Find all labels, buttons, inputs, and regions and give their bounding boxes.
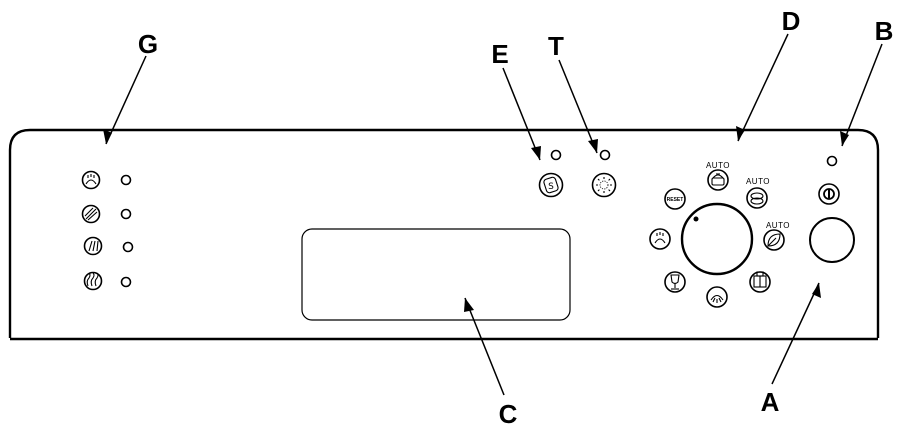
program-rinse[interactable] (706, 286, 728, 308)
start-button[interactable] (809, 217, 855, 263)
program-auto-2[interactable] (746, 187, 768, 209)
leader-g (105, 55, 147, 145)
spray-wash-icon (85, 174, 97, 185)
callout-arrowheads (103, 126, 849, 312)
option-button-3[interactable] (83, 236, 103, 256)
program-glass[interactable] (664, 271, 686, 293)
leader-d (737, 33, 789, 142)
salt-button[interactable]: S (538, 172, 564, 198)
option-led-3 (122, 241, 134, 253)
arrowhead-c (464, 298, 474, 312)
display-window (301, 228, 571, 321)
dish-icon (750, 192, 764, 205)
arrowhead-a (812, 283, 821, 298)
power-button[interactable] (818, 183, 840, 205)
leader-e (502, 67, 541, 161)
callout-a: A (761, 387, 780, 417)
half-load-icon (753, 271, 767, 288)
auto-label-1: AUTO (706, 161, 730, 170)
callout-e: E (491, 39, 508, 69)
program-auto-3[interactable] (763, 229, 785, 251)
rinse-icon (88, 240, 99, 252)
rinse-aid-button[interactable] (591, 172, 617, 198)
rinse-icon (710, 294, 724, 303)
arrowhead-d (736, 126, 745, 141)
power-icon (823, 188, 835, 200)
callout-c: C (499, 399, 518, 429)
callout-g: G (138, 29, 158, 59)
option-led-2 (120, 208, 132, 220)
arrowhead-b (840, 131, 849, 146)
power-led (826, 155, 838, 167)
brush-icon (84, 207, 98, 221)
auto-label-3: AUTO (766, 221, 790, 230)
option-button-2[interactable] (81, 204, 101, 224)
program-prewash[interactable] (649, 228, 671, 250)
program-selector-knob[interactable] (680, 202, 754, 276)
leader-c (464, 297, 505, 396)
option-button-4[interactable] (83, 271, 103, 291)
arrowhead-g (103, 129, 112, 144)
leader-a (771, 282, 820, 385)
callout-b: B (875, 16, 894, 46)
knob-indicator-dot (693, 216, 699, 222)
arrowhead-t (588, 139, 598, 153)
rinse-aid-icon (596, 177, 612, 193)
program-auto-1[interactable] (707, 169, 729, 191)
arrowhead-e (531, 146, 541, 160)
panel-outline (8, 128, 880, 338)
leaf-eco-icon (767, 233, 781, 247)
rinse-aid-led (599, 149, 611, 161)
salt-led (550, 149, 562, 161)
program-half-load[interactable] (749, 271, 771, 293)
reset-label: RESET (667, 197, 684, 203)
option-led-4 (120, 276, 132, 288)
prewash-icon (654, 232, 666, 244)
callout-t: T (548, 31, 564, 61)
dry-steam-icon (86, 272, 99, 287)
svg-text:S: S (548, 182, 554, 192)
leader-t (558, 59, 598, 154)
callout-d: D (782, 6, 801, 36)
pot-icon (711, 173, 725, 186)
option-led-1 (120, 174, 132, 186)
callout-leaders (105, 33, 883, 396)
leader-b (841, 43, 883, 147)
option-button-1[interactable] (81, 170, 101, 190)
salt-icon: S (543, 176, 559, 194)
program-reset[interactable]: RESET (664, 188, 686, 210)
auto-label-2: AUTO (746, 177, 770, 186)
glass-icon (670, 274, 680, 290)
